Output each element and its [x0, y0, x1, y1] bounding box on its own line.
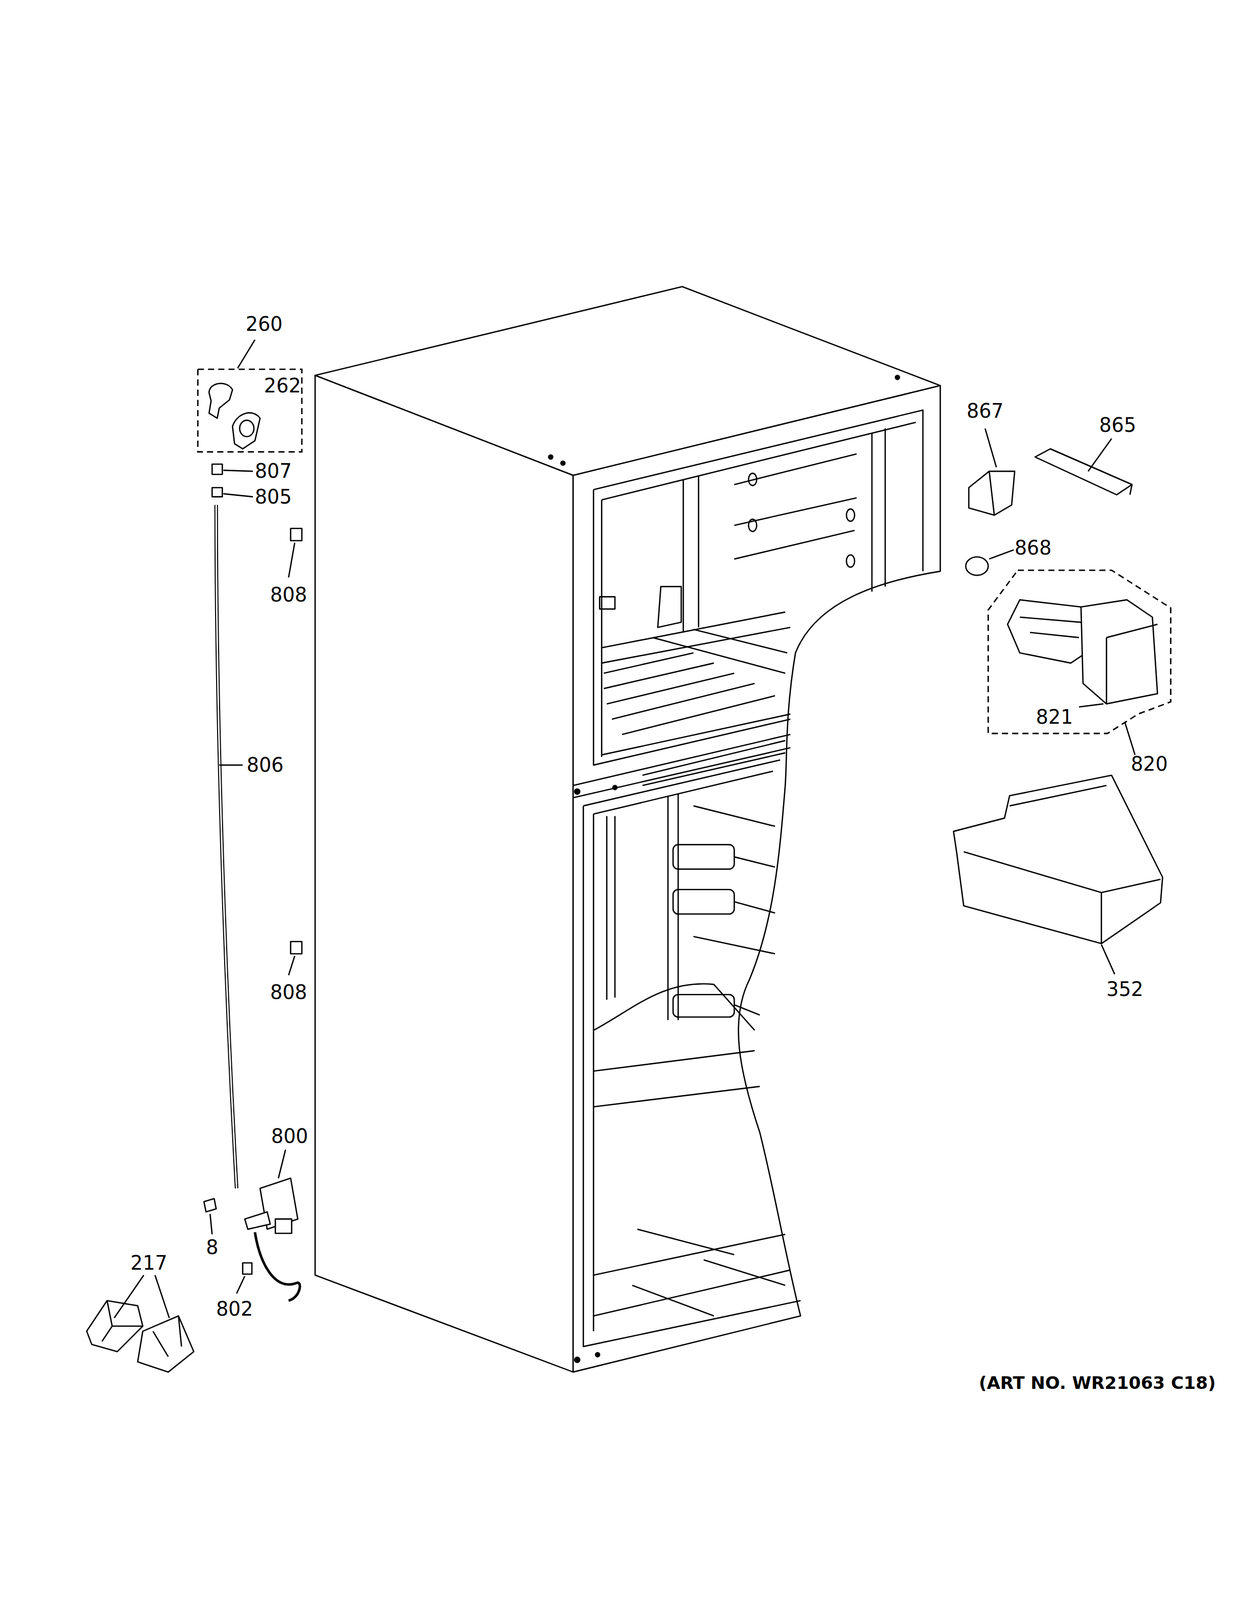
callout-number: 821 — [1036, 707, 1073, 727]
part-group-box: 262 — [196, 368, 303, 453]
callout-number: 867 — [966, 401, 1004, 421]
callout-number: 262 — [264, 375, 301, 395]
callout-number: 807 — [254, 461, 292, 481]
callout-number: 800 — [271, 1126, 308, 1146]
dashed-line — [197, 369, 302, 452]
callout-number: 8 — [206, 1237, 219, 1257]
callout-number: 352 — [1106, 979, 1144, 999]
callout-number: 808 — [270, 584, 307, 604]
callout-number: 805 — [254, 486, 292, 506]
assembly-group-box: 821 — [987, 569, 1173, 735]
callout-number: 865 — [1099, 415, 1137, 435]
callout-number: 802 — [216, 1298, 253, 1318]
callout-number: 806 — [246, 755, 284, 775]
dashed-outline — [987, 569, 1173, 735]
callout-number: 260 — [245, 314, 283, 334]
callout-number: 820 — [1130, 754, 1168, 774]
callout-number: 808 — [270, 982, 307, 1002]
callout-number: 868 — [1014, 537, 1052, 557]
art-number: (ART NO. WR21063 C18) — [979, 1374, 1216, 1392]
dashed-line — [988, 570, 1171, 734]
callout-number: 217 — [130, 1252, 168, 1272]
